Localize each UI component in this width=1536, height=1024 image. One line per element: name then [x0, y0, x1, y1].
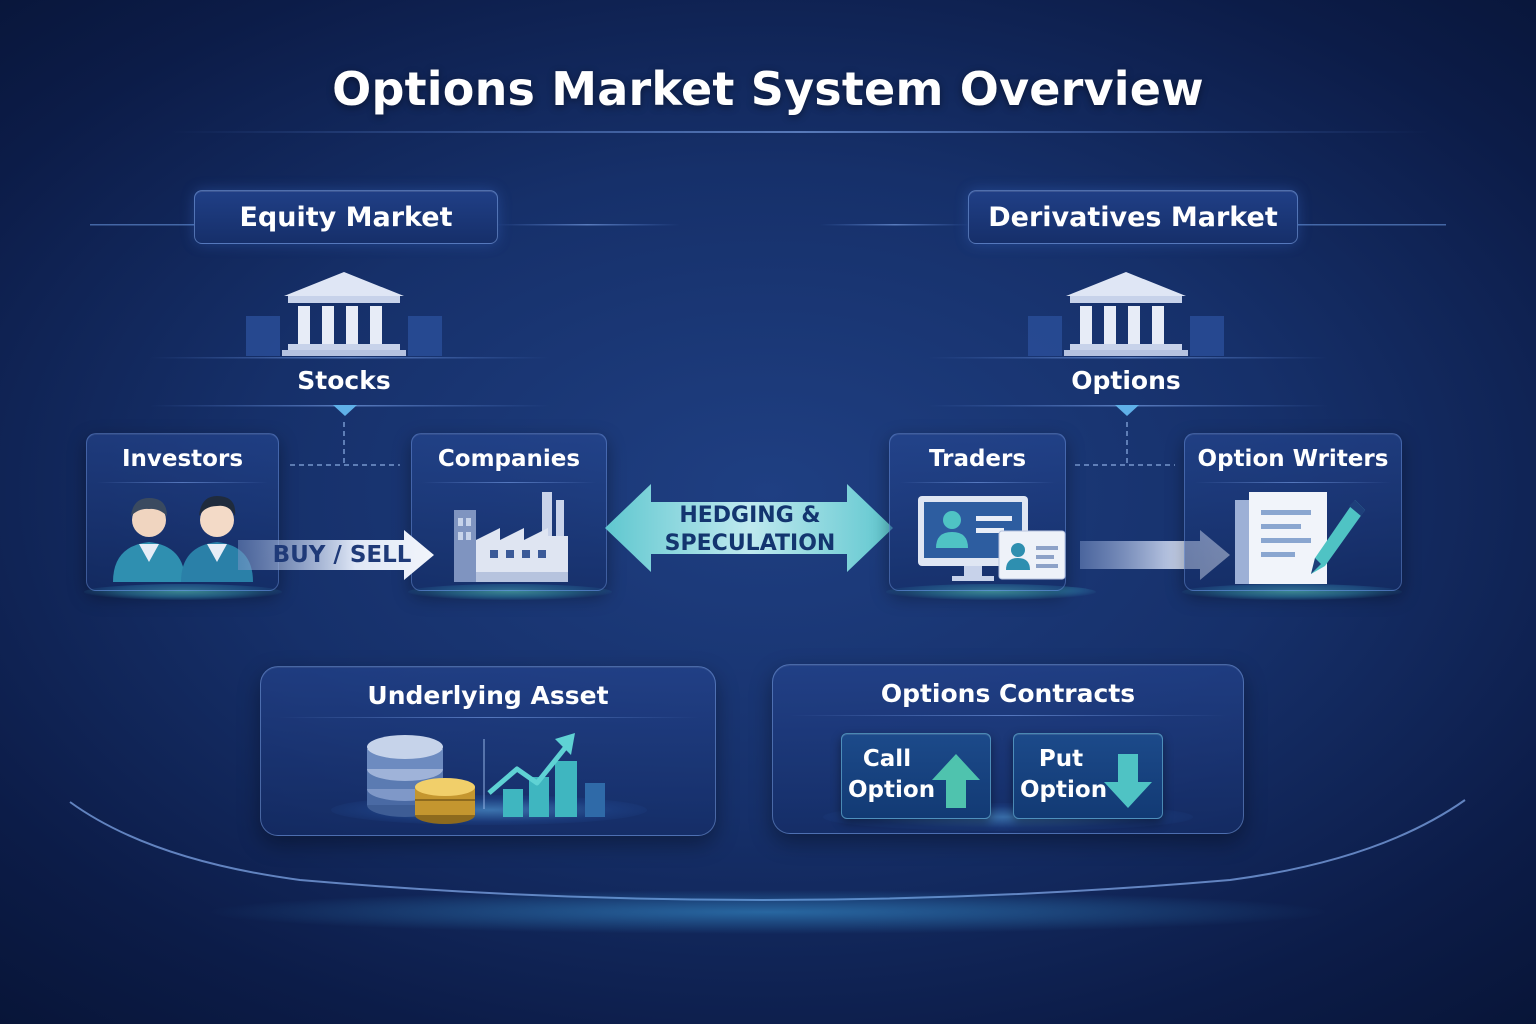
traders-label: Traders	[928, 446, 1027, 472]
option-writers-label: Option Writers	[1197, 446, 1389, 472]
page-title: Options Market System Overview	[332, 62, 1204, 116]
arrow-up-icon	[932, 754, 980, 808]
derivatives-market-header: Derivatives Market	[968, 190, 1298, 244]
call-option-line1: Call	[862, 746, 912, 772]
option-writers-card: Option Writers	[1184, 433, 1402, 591]
factory-icon	[454, 492, 568, 582]
arrow-down-icon	[1104, 754, 1152, 808]
underlying-asset-label: Underlying Asset	[367, 681, 609, 710]
call-option-line2: Option	[848, 777, 936, 803]
investors-people-icon	[113, 496, 253, 582]
bank-building-icon	[1028, 272, 1224, 356]
call-option-button[interactable]: Call Option	[841, 733, 991, 819]
companies-card: Companies	[411, 433, 607, 591]
coin-stack-icon	[367, 735, 475, 824]
document-pen-icon	[1235, 492, 1365, 584]
options-contracts-label: Options Contracts	[880, 679, 1136, 708]
put-option-line1: Put	[1038, 746, 1084, 772]
growth-chart-icon	[487, 733, 605, 817]
stocks-label: Stocks	[297, 366, 391, 395]
bank-building-icon	[246, 272, 442, 356]
buy-sell-arrow	[238, 530, 434, 580]
investors-label: Investors	[121, 446, 244, 472]
equity-market-header: Equity Market	[194, 190, 498, 244]
traders-card: Traders	[889, 433, 1066, 591]
hedging-speculation-label: HEDGING & SPECULATION	[664, 503, 836, 556]
put-option-button[interactable]: Put Option	[1013, 733, 1163, 819]
put-option-line2: Option	[1020, 777, 1108, 803]
underlying-asset-card: Underlying Asset	[260, 666, 716, 836]
hedging-speculation-arrow	[605, 484, 893, 572]
buy-sell-label: BUY / SELL	[272, 542, 412, 568]
options-contracts-card: Options Contracts Call Option Put Option	[772, 664, 1244, 834]
companies-label: Companies	[437, 446, 581, 472]
options-label: Options	[1071, 366, 1181, 395]
id-card-icon	[998, 530, 1066, 580]
